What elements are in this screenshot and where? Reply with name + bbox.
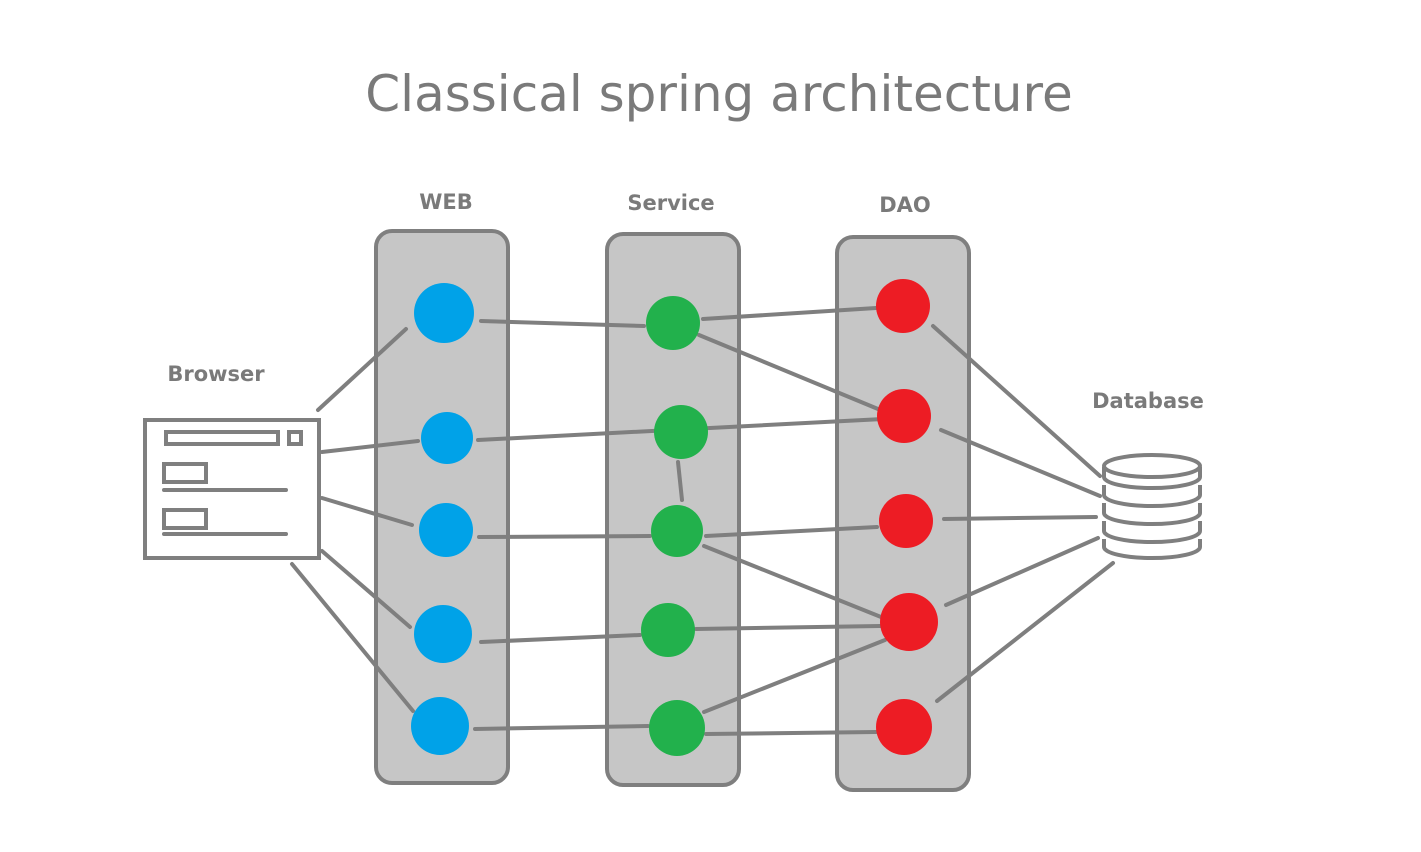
- connection-line: [320, 496, 414, 527]
- service-node: [649, 700, 705, 756]
- browser-window: [143, 418, 321, 560]
- connection-line: [935, 561, 1115, 703]
- diagram-title: Classical spring architecture: [365, 65, 1072, 123]
- web-node: [414, 283, 474, 343]
- connection-line: [931, 324, 1102, 478]
- connection-line: [704, 525, 879, 538]
- web-node: [421, 412, 473, 464]
- service-node: [641, 603, 695, 657]
- connection-line: [676, 460, 684, 502]
- connection-line: [320, 439, 420, 454]
- connection-line: [939, 428, 1102, 498]
- connection-line: [479, 633, 642, 644]
- connections: [290, 306, 1115, 736]
- database-icon: [1102, 453, 1202, 560]
- database-top: [1102, 453, 1202, 479]
- service-node: [646, 296, 700, 350]
- service-node: [651, 505, 703, 557]
- connection-line: [320, 549, 412, 629]
- database-disk: [1102, 521, 1202, 544]
- web-node: [414, 605, 472, 663]
- service-layer-label: Service: [627, 191, 714, 215]
- database-disk: [1102, 503, 1202, 526]
- connection-line: [473, 724, 650, 731]
- connection-line: [697, 333, 880, 411]
- database-disk: [1102, 485, 1202, 508]
- connection-line: [316, 327, 408, 412]
- connection-line: [694, 624, 882, 631]
- connection-line: [701, 306, 878, 321]
- service-node: [654, 405, 708, 459]
- connection-line: [477, 534, 652, 539]
- dao-node: [879, 494, 933, 548]
- dao-nodes: [876, 279, 938, 755]
- browser-field: [162, 462, 208, 484]
- browser-icon: [143, 418, 321, 560]
- dao-node: [876, 699, 932, 755]
- dao-node: [876, 279, 930, 333]
- connection-line: [290, 562, 415, 713]
- connection-line: [942, 515, 1098, 521]
- dao-node: [877, 389, 931, 443]
- connection-line: [702, 544, 883, 619]
- browser-field: [162, 508, 208, 530]
- web-node: [419, 503, 473, 557]
- browser-label: Browser: [167, 362, 265, 386]
- browser-button: [287, 430, 303, 446]
- dao-layer-label: DAO: [879, 193, 931, 217]
- web-node: [411, 697, 469, 755]
- connection-line: [479, 319, 646, 328]
- browser-address-bar: [164, 430, 280, 446]
- web-nodes: [411, 283, 474, 755]
- database-disk: [1102, 539, 1202, 560]
- connection-line: [944, 536, 1100, 607]
- web-layer-label: WEB: [419, 190, 473, 214]
- service-nodes: [641, 296, 708, 756]
- dao-node: [880, 593, 938, 651]
- database-label: Database: [1092, 389, 1204, 413]
- connection-line: [702, 638, 887, 714]
- connection-line: [704, 730, 878, 736]
